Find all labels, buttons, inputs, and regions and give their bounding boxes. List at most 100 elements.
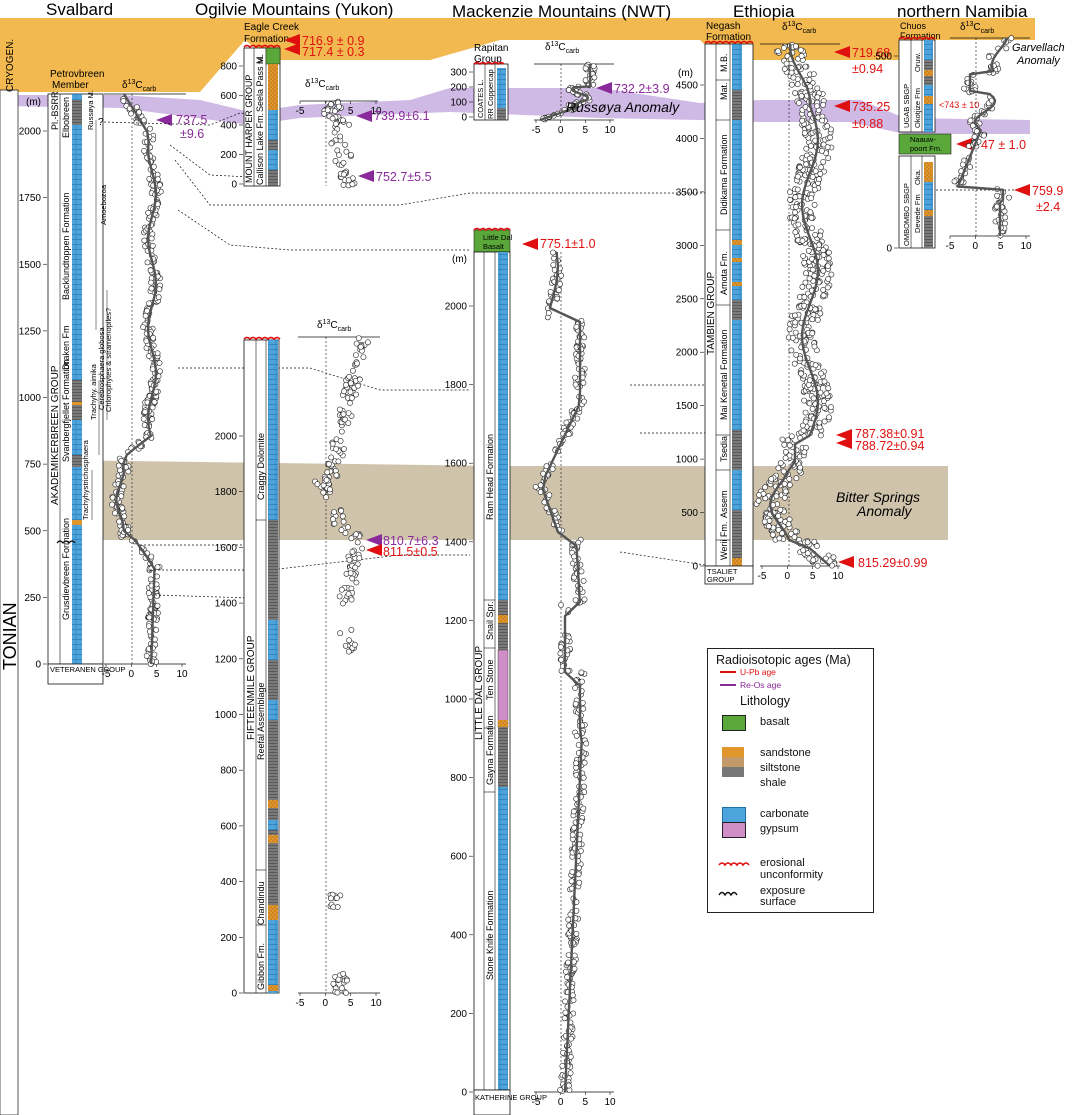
ethiopia-point	[797, 464, 804, 471]
mackenzie-lower-point	[581, 759, 588, 766]
svalbard-point	[147, 267, 154, 274]
svalbard-point	[119, 505, 126, 511]
mackenzie-upper-section: Rapitan Group COATES L. Coppercap RR 010…	[450, 41, 669, 136]
ogilvie-upper-point	[336, 103, 342, 110]
ethiopia-point	[814, 543, 820, 549]
namibia-x-tick-label: 5	[998, 241, 1004, 252]
ethiopia-y-tick-label: 1500	[676, 401, 699, 412]
ethiopia-point	[812, 362, 819, 369]
ethiopia-point	[795, 173, 801, 180]
legend-unconformity-swatch	[718, 862, 750, 867]
ethiopia-point	[792, 90, 798, 96]
mackenzie-lower-curve	[541, 251, 583, 1093]
legend-basalt-label: basalt	[760, 716, 790, 728]
namibia-age-u2: 747 ± 1.0	[974, 138, 1026, 152]
ogilvie-upper-point	[324, 107, 331, 113]
namibia-ombombo: OMBOMBO SBGP	[902, 183, 911, 246]
ethiopia-point	[792, 209, 798, 216]
title-svalbard: Svalbard	[46, 0, 113, 19]
ethiopia-point	[779, 436, 786, 443]
namibia-point	[994, 192, 1000, 199]
ogilvie-lower-point	[353, 531, 359, 538]
ethiopia-formation-top-2: Formation	[706, 32, 751, 43]
ogilvie-lower-y-tick-label: 200	[220, 933, 237, 944]
svalbard-point	[150, 334, 157, 341]
ethiopia-fm-tsedia: Tsedia	[719, 436, 729, 462]
ethiopia-point	[786, 516, 793, 523]
ogilvie-upper-point	[343, 148, 350, 155]
mackenzie-lower-point	[580, 705, 587, 712]
ogilvie-lower-point	[323, 494, 329, 501]
ethiopia-point	[775, 465, 782, 471]
ethiopia-age-u5: 815.29±0.99	[858, 556, 927, 570]
mackenzie-lower-point	[576, 864, 582, 871]
ogilvie-lower-point	[333, 446, 339, 452]
ogilvie-lower-point	[345, 420, 352, 426]
ogilvie-upper-point	[346, 121, 352, 128]
mackenzie-upper-x-tick-label: 10	[604, 125, 616, 136]
ogilvie-age-u1: 716.9 ± 0.9	[302, 34, 365, 48]
legend-basalt-swatch	[722, 715, 746, 731]
svalbard-fossil-1: Trachyhystrichosphaera	[81, 439, 90, 520]
svalbard-point	[148, 553, 155, 560]
ethiopia-point	[788, 347, 795, 354]
svalbard-point	[147, 576, 154, 583]
ogilvie-fm-craggy: Craggy Dolomite	[256, 433, 266, 500]
namibia-basalt-label: Naauw-	[910, 135, 936, 144]
mackenzie-lower-y-tick-label: 1800	[445, 380, 468, 391]
ogilvie-age-r2: 752.7±5.5	[376, 170, 432, 184]
cryogenian-band	[0, 18, 1035, 92]
ethiopia-point	[760, 490, 767, 497]
mackenzie-reos-arrow	[596, 82, 612, 94]
mackenzie-fm-tenstone: Ten Stone	[485, 659, 495, 700]
mackenzie-upper-y-tick-label: 0	[461, 113, 467, 124]
ethiopia-point	[806, 76, 813, 83]
ethiopia-point	[805, 283, 812, 290]
mackenzie-age-u1: 775.1±1.0	[540, 237, 596, 251]
legend-title: Radioisotopic ages (Ma)	[716, 653, 851, 667]
mackenzie-lower-point	[569, 869, 576, 875]
namibia-upb-arrow-3	[1014, 184, 1030, 196]
ethiopia-y-tick-label: 3500	[676, 187, 699, 198]
svalbard-point	[145, 209, 152, 216]
namibia-point	[981, 132, 987, 139]
mackenzie-lower-point	[569, 992, 576, 999]
ethiopia-point	[808, 214, 815, 221]
mackenzie-lower-point	[571, 574, 577, 581]
ethiopia-point	[783, 60, 790, 67]
mackenzie-upper-point	[590, 63, 597, 69]
ethiopia-age-u1: 719.68	[852, 46, 890, 60]
ethiopia-point	[825, 255, 832, 262]
ogilvie-upper-y-tick-label: 200	[220, 150, 237, 161]
ogilvie-lower-y-tick-label: 1600	[215, 543, 238, 554]
ogilvie-lower-point	[354, 539, 361, 546]
mackenzie-lower-point	[570, 997, 577, 1004]
ethiopia-base-group	[704, 565, 754, 585]
ethiopia-point	[791, 360, 798, 367]
ethiopia-point	[782, 488, 789, 495]
ethiopia-point	[801, 302, 807, 309]
mackenzie-upper-point	[565, 102, 572, 108]
ogilvie-lower-y-tick-label: 1000	[215, 710, 238, 721]
ethiopia-point	[821, 378, 828, 385]
svalbard-point	[142, 408, 148, 415]
ethiopia-point	[806, 275, 813, 282]
legend-gypsum-swatch	[722, 822, 746, 838]
ethiopia-point	[820, 252, 827, 258]
svalbard-point	[142, 312, 149, 319]
ogilvie-upb-arrow-1	[284, 34, 300, 46]
ethiopia-point	[812, 168, 819, 174]
ogilvie-lower-point	[338, 527, 345, 533]
ethiopia-point	[803, 161, 809, 168]
ethiopia-point	[802, 279, 809, 286]
svalbard-point	[146, 300, 152, 307]
mackenzie-upper-point	[582, 65, 589, 72]
ethiopia-point	[811, 201, 818, 208]
mackenzie-lower-point	[564, 974, 570, 980]
mackenzie-lower-point	[554, 295, 561, 302]
ethiopia-point	[788, 433, 795, 440]
ethiopia-point	[821, 404, 828, 411]
mackenzie-lower-point	[550, 261, 557, 268]
ethiopia-y-tick-label: 0	[692, 562, 698, 573]
